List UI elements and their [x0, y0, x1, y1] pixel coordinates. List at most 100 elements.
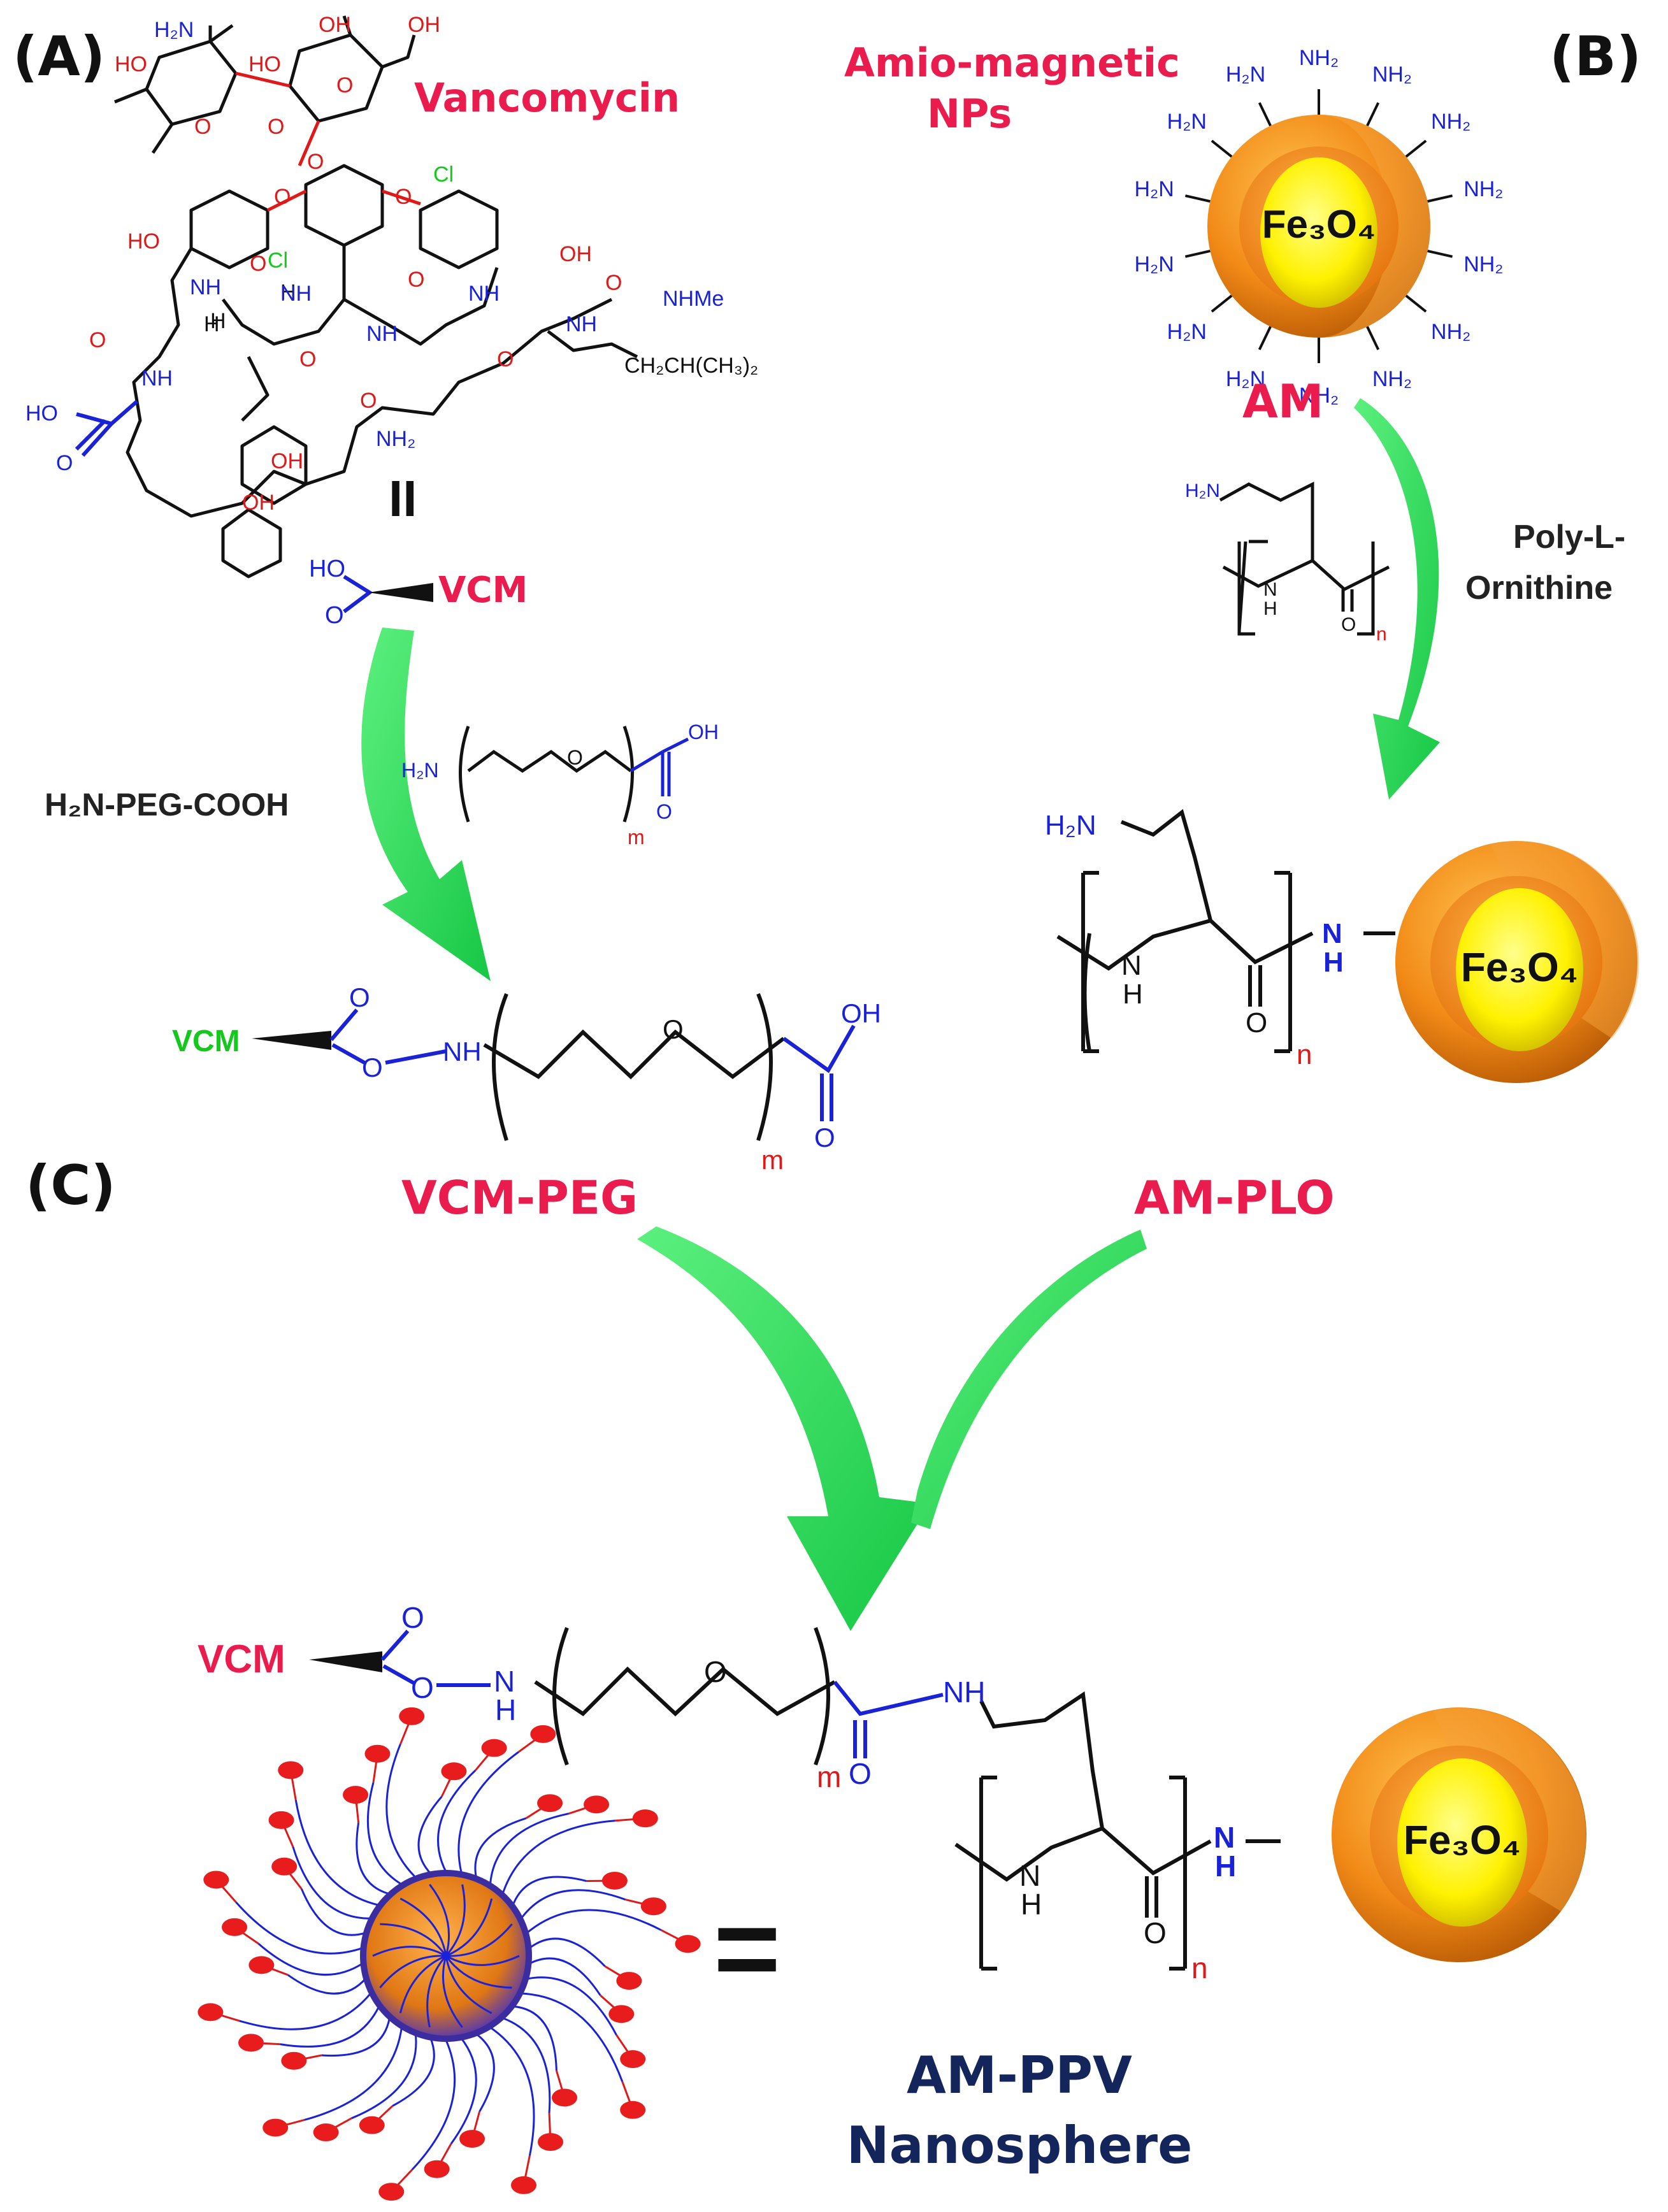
amine-bond — [1258, 102, 1272, 127]
svg-text:H: H — [1323, 947, 1344, 978]
amine-label: H₂N — [1167, 110, 1207, 134]
vcm-head — [601, 1871, 628, 1890]
peg-chain — [235, 1901, 364, 1955]
panel-label-b: (B) — [1549, 25, 1641, 89]
vcm-head — [278, 1761, 304, 1779]
am-ppv-label: AM-PPV — [907, 2046, 1132, 2105]
np-amine-groups: NH₂NH₂NH₂NH₂NH₂NH₂NH₂NH₂H₂NH₂NH₂NH₂NH₂NH… — [1134, 46, 1503, 408]
vcm-head — [552, 2088, 578, 2107]
amine-label: NH₂ — [1299, 384, 1339, 408]
vcm-label-a: VCM — [438, 570, 528, 611]
amine-bond — [1405, 294, 1427, 313]
vcm-head — [537, 1794, 563, 1813]
amine-bond — [1405, 140, 1427, 158]
svg-text:OH: OH — [559, 242, 592, 266]
vcm-head — [424, 2160, 450, 2178]
macrocycle-backbone — [126, 247, 613, 518]
peg-chain — [257, 1943, 364, 1976]
peg-chain — [280, 2004, 381, 2048]
aryl-ring-lower — [240, 425, 308, 505]
svg-text:N: N — [1263, 579, 1277, 600]
peg-chain — [475, 2032, 495, 2113]
svg-text:NH: NH — [943, 1676, 985, 1709]
inner-chain — [379, 1955, 447, 1988]
inner-chain — [445, 1955, 492, 2014]
peg-chain — [304, 2025, 403, 2121]
svg-text:N: N — [494, 1665, 515, 1698]
svg-text:Cl: Cl — [268, 248, 288, 273]
poly-l-label-1: Poly-L- — [1513, 519, 1625, 556]
svg-text:NH: NH — [468, 282, 500, 306]
svg-text:O: O — [274, 185, 291, 209]
peg-chain — [300, 1888, 367, 1936]
svg-text:O: O — [360, 389, 377, 413]
inner-chain — [380, 1923, 447, 1957]
vcm-head — [632, 1809, 658, 1828]
svg-text:NHMe: NHMe — [663, 287, 724, 311]
amine-label: NH₂ — [1463, 252, 1503, 276]
svg-text:O: O — [814, 1123, 835, 1153]
vcm-head — [530, 1725, 556, 1743]
amine-label: NH₂ — [1372, 367, 1412, 391]
fe3o4-np-final: Fe₃O₄ — [1332, 1707, 1586, 1962]
final-conjugate: VCM O O N H O NH O m N H O N H n — [198, 1601, 1281, 1985]
svg-text:O: O — [194, 115, 211, 139]
peg-chain — [511, 1876, 587, 1907]
amino-magnetic-np: Fe₃O₄ — [1184, 89, 1453, 363]
peg-chain — [366, 1782, 404, 1886]
arrow-c-left — [637, 1226, 930, 1631]
svg-text:H₂N: H₂N — [154, 18, 194, 42]
inner-chain — [445, 1955, 520, 1966]
arrow-b — [1354, 398, 1440, 800]
inner-chain — [445, 1923, 513, 1957]
poly-l-label-2: Ornithine — [1465, 570, 1613, 607]
svg-text:H: H — [495, 1693, 516, 1727]
amine-bond — [1427, 249, 1453, 258]
svg-text:NH: NH — [566, 312, 597, 336]
svg-text:O: O — [89, 328, 106, 352]
svg-text:HO: HO — [309, 556, 345, 582]
nanosphere-illustration — [198, 1707, 701, 2201]
svg-text:O: O — [408, 268, 424, 292]
svg-text:O: O — [497, 347, 514, 371]
svg-text:O: O — [401, 1601, 424, 1634]
amine-label: H₂N — [1226, 367, 1265, 391]
peg-chain — [392, 2037, 435, 2107]
amine-bond — [1366, 326, 1380, 350]
svg-text:O: O — [704, 1655, 727, 1688]
vcm-head — [481, 1739, 507, 1757]
fe3o4-label-b: Fe₃O₄ — [1262, 203, 1376, 247]
svg-text:O: O — [56, 451, 73, 475]
vcm-peg-label: VCM-PEG — [401, 1171, 638, 1224]
panel-label-c: (C) — [25, 1154, 116, 1217]
vancomycin-atoms: H₂N HO HO OH OH O O O O O O Cl Cl HO OH … — [25, 13, 758, 515]
inner-chain — [445, 1898, 493, 1957]
vcm-peg-structure: VCM O O NH O OH O m — [172, 982, 881, 1175]
svg-text:H: H — [280, 280, 296, 305]
amine-label: H₂N — [1134, 177, 1174, 201]
vcm-head — [359, 2116, 385, 2134]
vcm-head — [364, 1744, 391, 1763]
svg-text:OH: OH — [841, 998, 881, 1028]
vcm-head — [510, 2176, 536, 2194]
svg-text:O: O — [656, 800, 672, 823]
svg-text:n: n — [1191, 1951, 1208, 1985]
peg-chain — [501, 2016, 551, 2113]
peg-chain — [411, 2038, 456, 2171]
svg-text:HO: HO — [115, 52, 147, 76]
vcm-head — [222, 1918, 248, 1936]
equals-sign: = — [714, 1885, 780, 2013]
vancomycin-carboxyl — [75, 399, 138, 457]
svg-text:Fe₃O₄: Fe₃O₄ — [1404, 1817, 1521, 1863]
arrow-a — [361, 628, 491, 981]
vcm-head — [459, 2130, 485, 2148]
svg-text:m: m — [817, 1760, 841, 1793]
vcm-head — [262, 2118, 289, 2137]
vcm-head — [343, 1786, 369, 1804]
svg-text:HO: HO — [25, 401, 58, 426]
svg-text:NH: NH — [190, 275, 221, 299]
svg-text:O: O — [663, 1014, 684, 1044]
aryl-ring-right-lower — [221, 508, 282, 578]
svg-text:O: O — [849, 1757, 872, 1790]
svg-text:n: n — [1297, 1039, 1312, 1070]
